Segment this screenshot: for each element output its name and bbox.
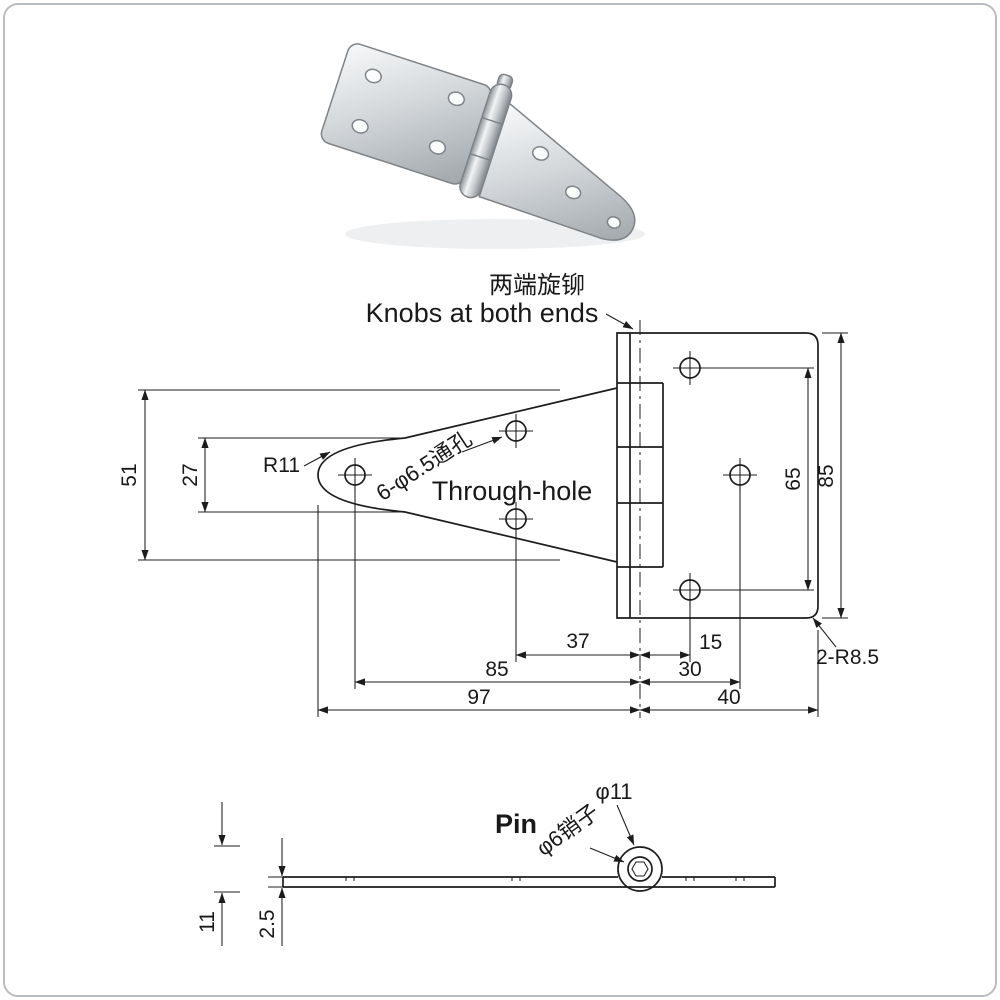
knob-diameter-label: φ11 bbox=[595, 779, 632, 804]
sheet-border bbox=[3, 3, 997, 997]
callout-leader-line bbox=[605, 313, 634, 330]
dim-text-27: 27 bbox=[179, 463, 202, 486]
pin-hex-detail bbox=[631, 861, 649, 877]
pin-label-en: Pin bbox=[495, 809, 537, 839]
hole-crosshair-strap-top bbox=[499, 414, 533, 448]
photo-leaf-hole bbox=[447, 91, 465, 107]
photo-strap-hole bbox=[606, 216, 622, 229]
hole-crosshair-strap-tip bbox=[338, 458, 372, 492]
dim-11-group: 11 bbox=[196, 802, 240, 946]
pin-label-cn: φ6销子 bbox=[532, 799, 604, 861]
barrel-knuckles bbox=[617, 333, 664, 618]
dim-text-37: 37 bbox=[566, 630, 589, 653]
hole-crosshair-strap-bottom bbox=[499, 502, 533, 536]
side-view: Pin φ6销子 φ11 11 2.5 bbox=[196, 779, 776, 946]
dim-text-97: 97 bbox=[467, 686, 490, 709]
extension-lines bbox=[138, 332, 848, 717]
dim-text-30: 30 bbox=[678, 658, 701, 681]
through-hole-label-en: Through-hole bbox=[432, 476, 593, 506]
dim-text-11: 11 bbox=[196, 911, 219, 933]
dim-text-2-5: 2.5 bbox=[256, 909, 279, 938]
photo-strap-hole bbox=[531, 146, 550, 161]
hole-crosshair-leaf-middle bbox=[723, 458, 757, 492]
dim-text-85-length: 85 bbox=[485, 658, 508, 681]
through-hole-leader-line bbox=[461, 436, 503, 453]
photo-leaf-hole bbox=[351, 118, 369, 134]
dim-2-5-group: 2.5 bbox=[256, 838, 286, 946]
pin-leader-line bbox=[589, 847, 625, 863]
callout-knobs-cn: 两端旋铆 bbox=[489, 272, 585, 299]
dim-text-65: 65 bbox=[782, 467, 805, 490]
photo-strap-plate bbox=[478, 102, 636, 241]
corner-radius-label: 2-R8.5 bbox=[816, 646, 879, 669]
photo-leaf-hole bbox=[364, 68, 382, 84]
hinge-photo bbox=[320, 43, 636, 241]
dim-text-15: 15 bbox=[699, 631, 722, 654]
dim-text-51: 51 bbox=[118, 463, 141, 486]
dim-text-40: 40 bbox=[717, 686, 740, 709]
dim-text-85-height: 85 bbox=[815, 464, 838, 487]
photo-strap-hole bbox=[565, 185, 582, 200]
corner-radius-leader-line bbox=[812, 617, 837, 648]
side-pin-knob bbox=[617, 846, 663, 892]
radius-leader-line bbox=[303, 451, 331, 467]
callout-knobs-en: Knobs at both ends bbox=[366, 298, 599, 328]
leaf-plate-outline bbox=[616, 332, 819, 619]
side-plate-profile bbox=[282, 876, 776, 888]
photo-knuckle-line bbox=[481, 116, 503, 125]
photo-leaf-hole bbox=[428, 139, 447, 155]
top-view: 两端旋铆 Knobs at both ends bbox=[118, 272, 879, 718]
knob-diameter-leader-line bbox=[616, 804, 635, 846]
strap-outline bbox=[317, 387, 618, 563]
radius-label: R11 bbox=[263, 454, 300, 477]
photo-knuckle-line bbox=[469, 152, 492, 162]
